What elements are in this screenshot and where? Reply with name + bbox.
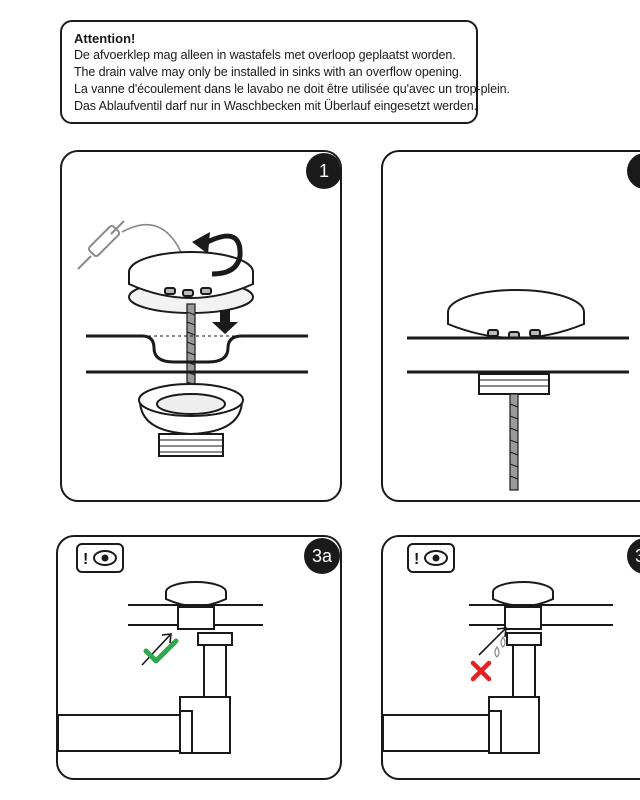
step-badge: 3a [304,538,340,574]
water-drop-icon [500,635,506,648]
step-3b-panel: ! 3b [381,535,640,780]
check-icon [143,638,179,664]
trap-pipe [383,632,542,754]
drain-body [138,383,244,457]
drain-body [478,373,550,395]
step-3a-illustration [58,581,263,754]
step-badge: 3b [627,538,640,574]
indicator-arrow [478,628,506,656]
threaded-rod [509,393,519,491]
cross-icon [470,660,492,682]
step-badge: 1 [306,153,340,189]
attention-eye-icon: ! [76,543,124,573]
drain-cap [447,289,585,339]
notice-line-fr: La vanne d'écoulement dans le lavabo ne … [74,82,510,96]
step-1-panel: 1 [60,150,342,502]
trap-pipe [58,632,233,754]
drain-cap [128,251,254,314]
threaded-rod [186,303,196,393]
notice-line-nl: De afvoerklep mag alleen in wastafels me… [74,48,456,62]
notice-line-en: The drain valve may only be installed in… [74,65,463,79]
attention-eye-icon: ! [407,543,455,573]
screwdriver-icon [77,220,125,270]
svg-text:!: ! [414,551,419,568]
step-3b-illustration [383,581,613,754]
sink-section [86,334,308,374]
down-arrow-icon [212,310,238,334]
step-1-illustration [77,220,308,457]
step-2-illustration [407,289,629,491]
attention-notice: Attention! De afvoerklep mag alleen in w… [60,20,510,124]
indicator-arrow [141,634,171,666]
sink-section [407,336,629,374]
step-3a-panel: ! 3a [56,535,342,780]
notice-line-de: Das Ablaufventil darf nur in Waschbecken… [74,99,477,113]
rotate-arrow-icon [198,233,243,277]
step-2-panel: 2 [381,150,640,502]
svg-text:!: ! [83,551,88,568]
notice-title: Attention! [74,31,136,46]
